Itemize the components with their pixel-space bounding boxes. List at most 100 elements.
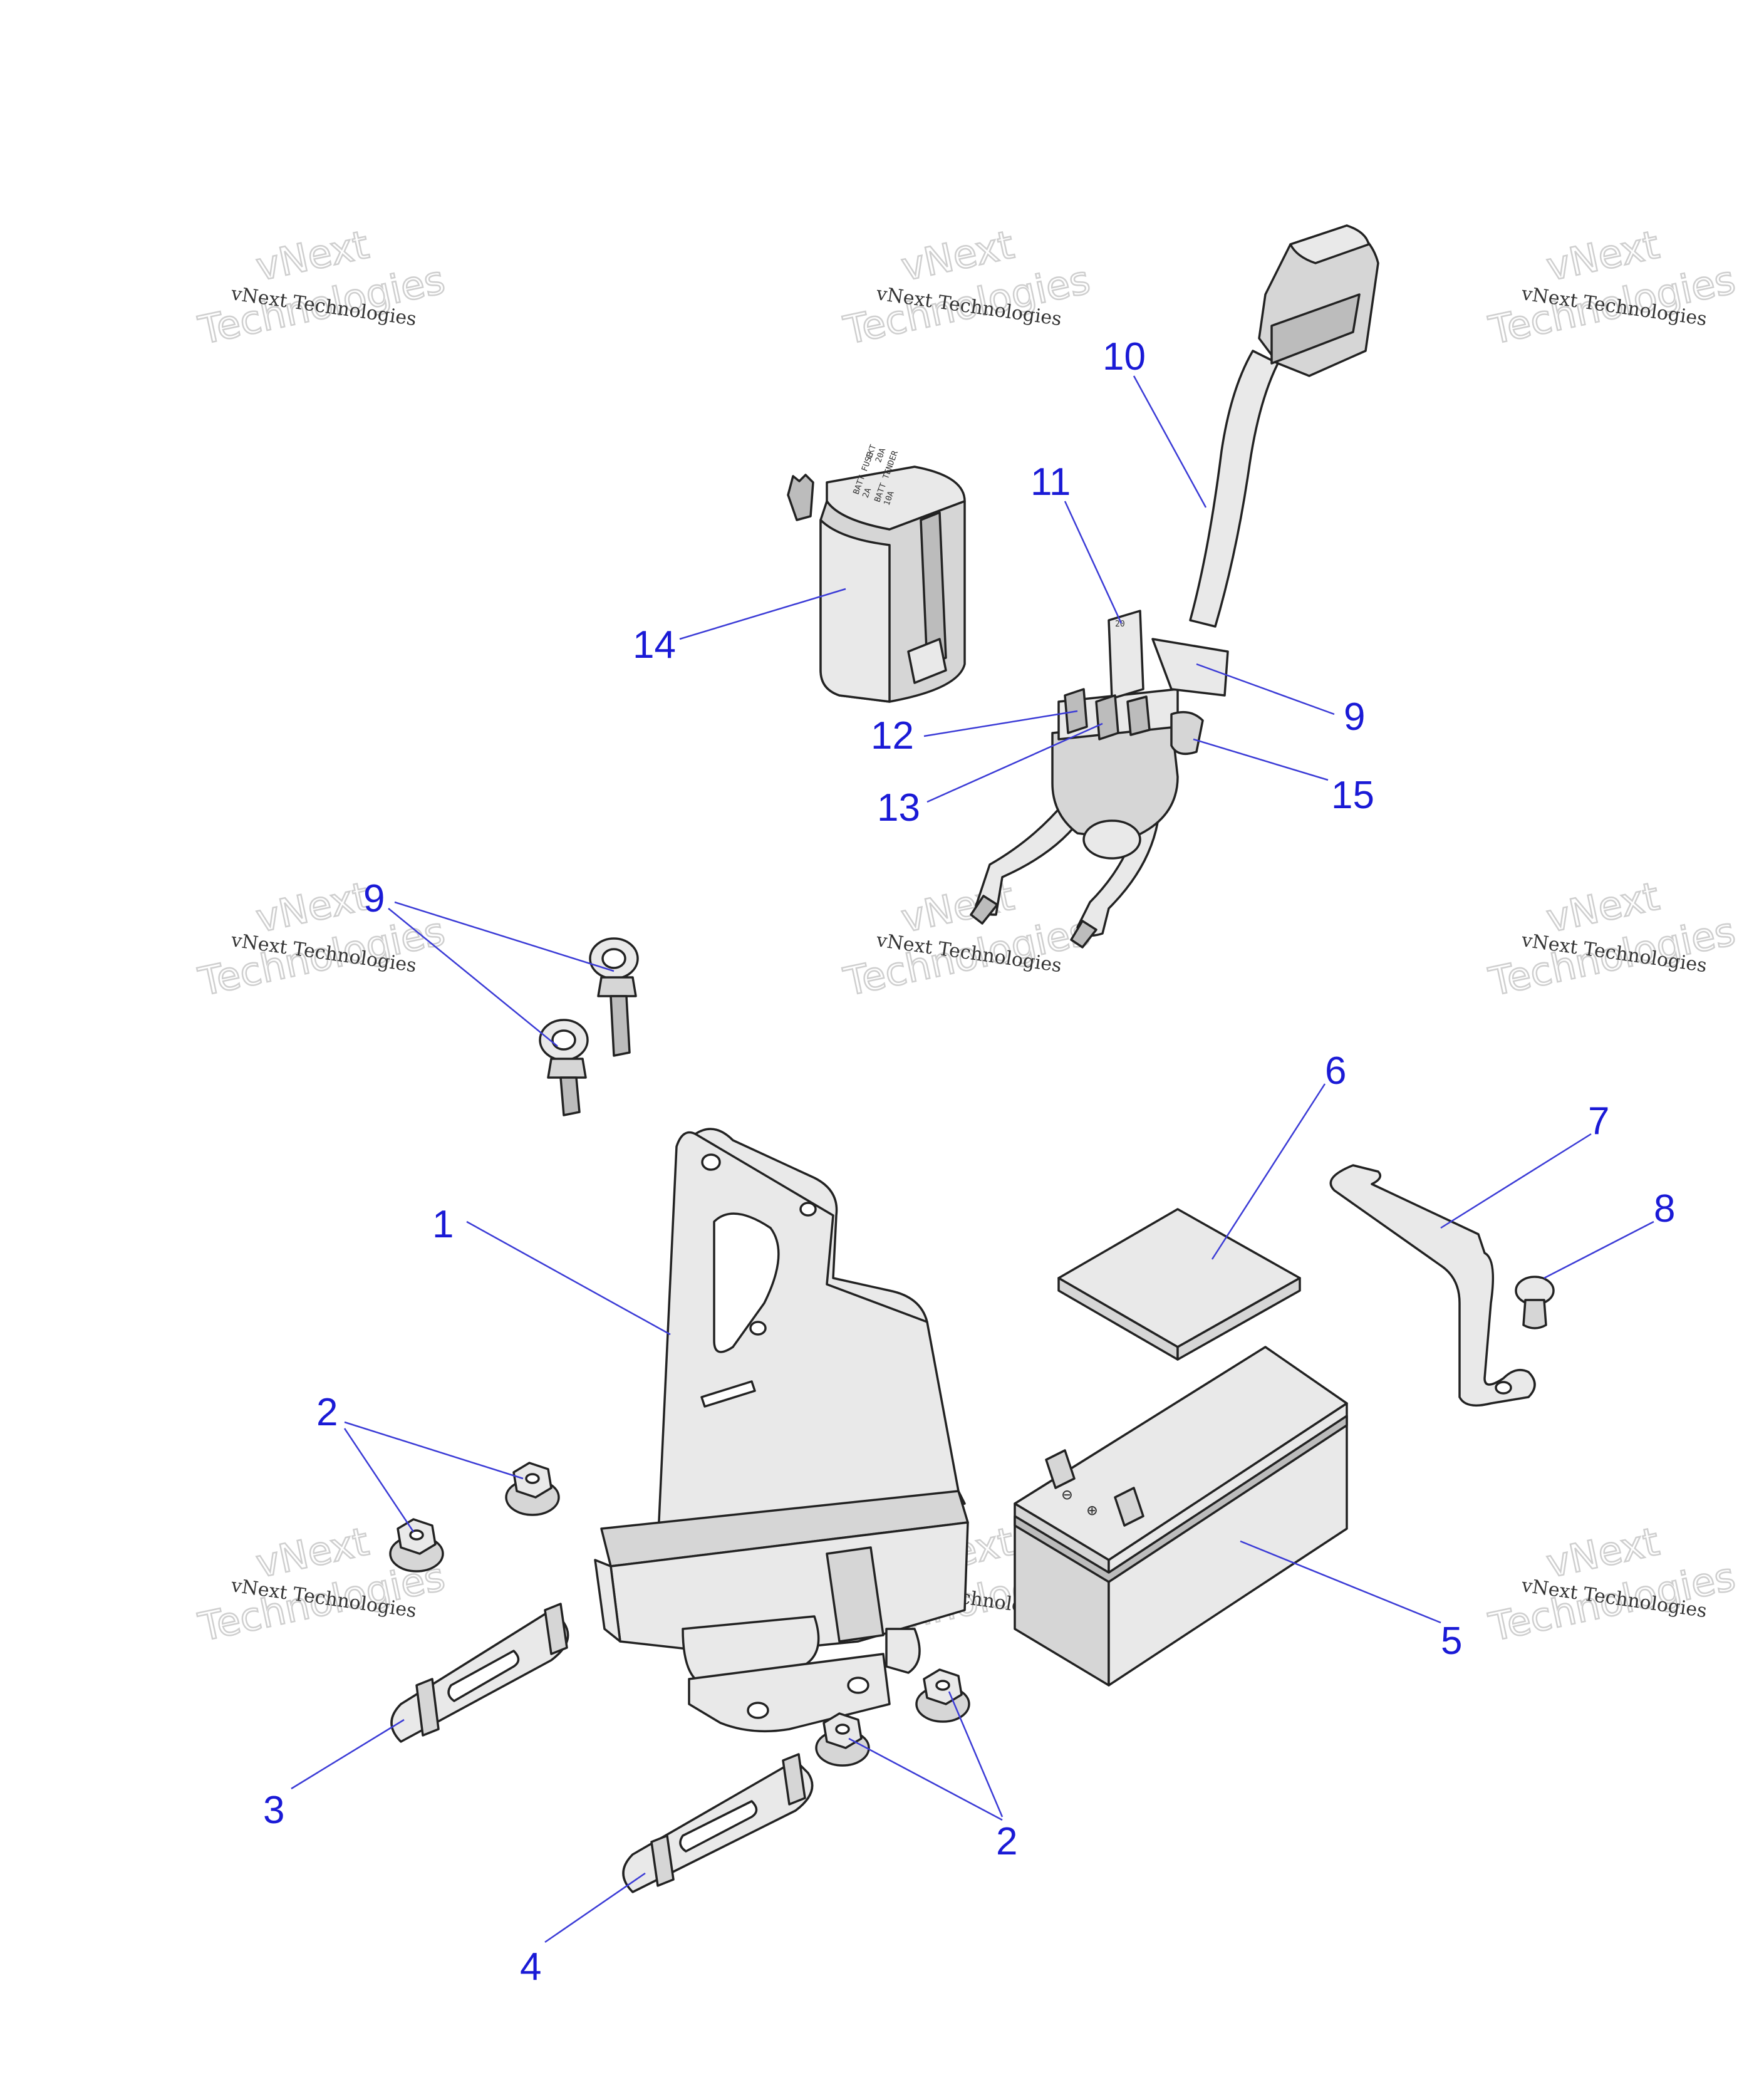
callout-1: 1 <box>432 1203 454 1246</box>
module-clip-slot <box>920 511 947 665</box>
callout-5: 5 <box>1441 1620 1462 1663</box>
pad-edge-right <box>1176 1277 1301 1361</box>
harness-wire <box>1189 350 1279 628</box>
screw-shank <box>1522 1299 1547 1329</box>
fuse-block-grommet <box>1082 819 1141 860</box>
stud-clip-upper <box>589 937 639 1057</box>
stud-clip-hole <box>601 948 626 969</box>
strap-hole <box>1495 1381 1512 1395</box>
leader-2a-upper <box>344 1421 524 1480</box>
part-7-strap <box>1329 1164 1536 1407</box>
leader-14 <box>679 588 846 640</box>
callout-4: 4 <box>520 1945 541 1989</box>
callout-9b: 9 <box>1344 695 1365 739</box>
part-3-stud-plate <box>390 1603 569 1743</box>
stud-plate-4-slot <box>679 1800 758 1853</box>
callout-6: 6 <box>1325 1049 1346 1093</box>
bracket-foot-hole-right <box>847 1677 869 1694</box>
nut-bore <box>935 1680 950 1691</box>
bracket-hole-mid <box>749 1321 767 1336</box>
callout-2b: 2 <box>996 1820 1017 1863</box>
callout-numbers: 1 2 2 3 4 5 6 7 8 9 9 10 11 12 13 14 15 <box>263 335 1675 1989</box>
leader-8 <box>1544 1220 1654 1279</box>
bracket-side-wall <box>594 1559 621 1643</box>
module-latch <box>907 638 947 684</box>
flange-nut <box>389 1518 444 1573</box>
leader-6 <box>1211 1083 1326 1260</box>
watermark-3: vNext Technologies <box>1484 221 1740 354</box>
battery-terminal-pos <box>1114 1487 1144 1527</box>
bracket-tab <box>826 1546 885 1643</box>
callout-7: 7 <box>1588 1100 1609 1143</box>
leader-lines <box>291 375 1654 1943</box>
watermark-group: vNext Technologies vNext Technologies vN… <box>194 221 1740 1651</box>
leader-15 <box>1193 738 1329 781</box>
battery-terminal-neg <box>1045 1449 1076 1489</box>
bracket-hole-top <box>701 1153 721 1171</box>
fuse-rating-label: 20 <box>1115 620 1125 629</box>
leader-5 <box>1240 1540 1441 1624</box>
stud-plate-3-stud-left <box>415 1678 440 1737</box>
stud-clip-thread <box>610 995 631 1057</box>
battery-neg-symbol: ⊖ <box>1062 1484 1072 1505</box>
harness-connector-ring <box>1270 293 1361 365</box>
bracket-side-ear <box>885 1628 921 1674</box>
battery-pos-symbol: ⊕ <box>1087 1500 1097 1521</box>
leader-9a-lower <box>388 908 558 1047</box>
stud-clip-base <box>597 976 637 997</box>
leader-2a-lower <box>343 1428 415 1532</box>
callout-9a: 9 <box>363 877 385 920</box>
stud-clip-base <box>547 1058 587 1079</box>
watermark-4: vNext Technologies <box>194 872 449 1006</box>
stud-plate-3-slot <box>447 1650 520 1702</box>
callout-14: 14 <box>633 623 676 667</box>
watermark-6: vNext Technologies <box>1484 872 1740 1006</box>
fuse-block-assembly: 20 <box>970 610 1229 949</box>
leader-9b <box>1196 663 1335 715</box>
leader-3 <box>291 1718 405 1790</box>
harness-connector-top <box>1289 224 1370 264</box>
bracket-hole-right <box>799 1202 817 1217</box>
fuse-slot <box>1126 695 1151 736</box>
callout-13: 13 <box>877 786 920 829</box>
part-14-fuse-module: BATT FUSE 2A CKT 20A BATT TENDER 10A <box>787 444 966 703</box>
part-2-flange-nuts <box>389 1462 970 1767</box>
flange-nut <box>915 1668 970 1723</box>
callout-3: 3 <box>263 1789 284 1832</box>
leader-12 <box>923 710 1078 737</box>
part-11-fuse <box>1108 610 1144 700</box>
watermark-2: vNext Technologies <box>839 221 1094 354</box>
module-label-2: 2A <box>861 487 874 499</box>
bracket-large-slot <box>713 1212 780 1353</box>
battery-lid-seam <box>1014 1415 1348 1583</box>
terminal-left <box>970 895 999 925</box>
nut-bore <box>525 1473 540 1484</box>
bracket-foot <box>688 1653 891 1733</box>
module-face <box>819 519 891 703</box>
part-1-bracket <box>594 1128 969 1733</box>
part-8-screw <box>1515 1276 1555 1329</box>
leader-9a-upper <box>394 901 615 972</box>
leader-1 <box>466 1220 671 1336</box>
part-13-fuse <box>1095 694 1119 741</box>
stud-clip-lower <box>539 1019 589 1116</box>
leader-10 <box>1133 375 1207 508</box>
part-10-harness <box>1189 224 1379 628</box>
leader-7 <box>1440 1133 1592 1229</box>
part-4-stud-plate <box>622 1753 814 1893</box>
part-15-connector <box>1170 710 1204 756</box>
harness-clip-9 <box>1151 638 1229 697</box>
module-stud <box>787 474 814 521</box>
stud-plate-3-stud-right <box>544 1603 568 1655</box>
nut-bore <box>409 1529 424 1541</box>
strap-body <box>1329 1164 1536 1407</box>
callout-2a: 2 <box>316 1391 338 1434</box>
callout-12: 12 <box>871 714 914 757</box>
stud-clip-thread <box>559 1076 581 1116</box>
callout-15: 15 <box>1331 774 1374 817</box>
leader-11 <box>1064 501 1123 624</box>
part-9-stud-clips <box>539 937 639 1116</box>
leader-2b-upper <box>948 1691 1004 1817</box>
bracket-slot-small <box>700 1380 756 1408</box>
